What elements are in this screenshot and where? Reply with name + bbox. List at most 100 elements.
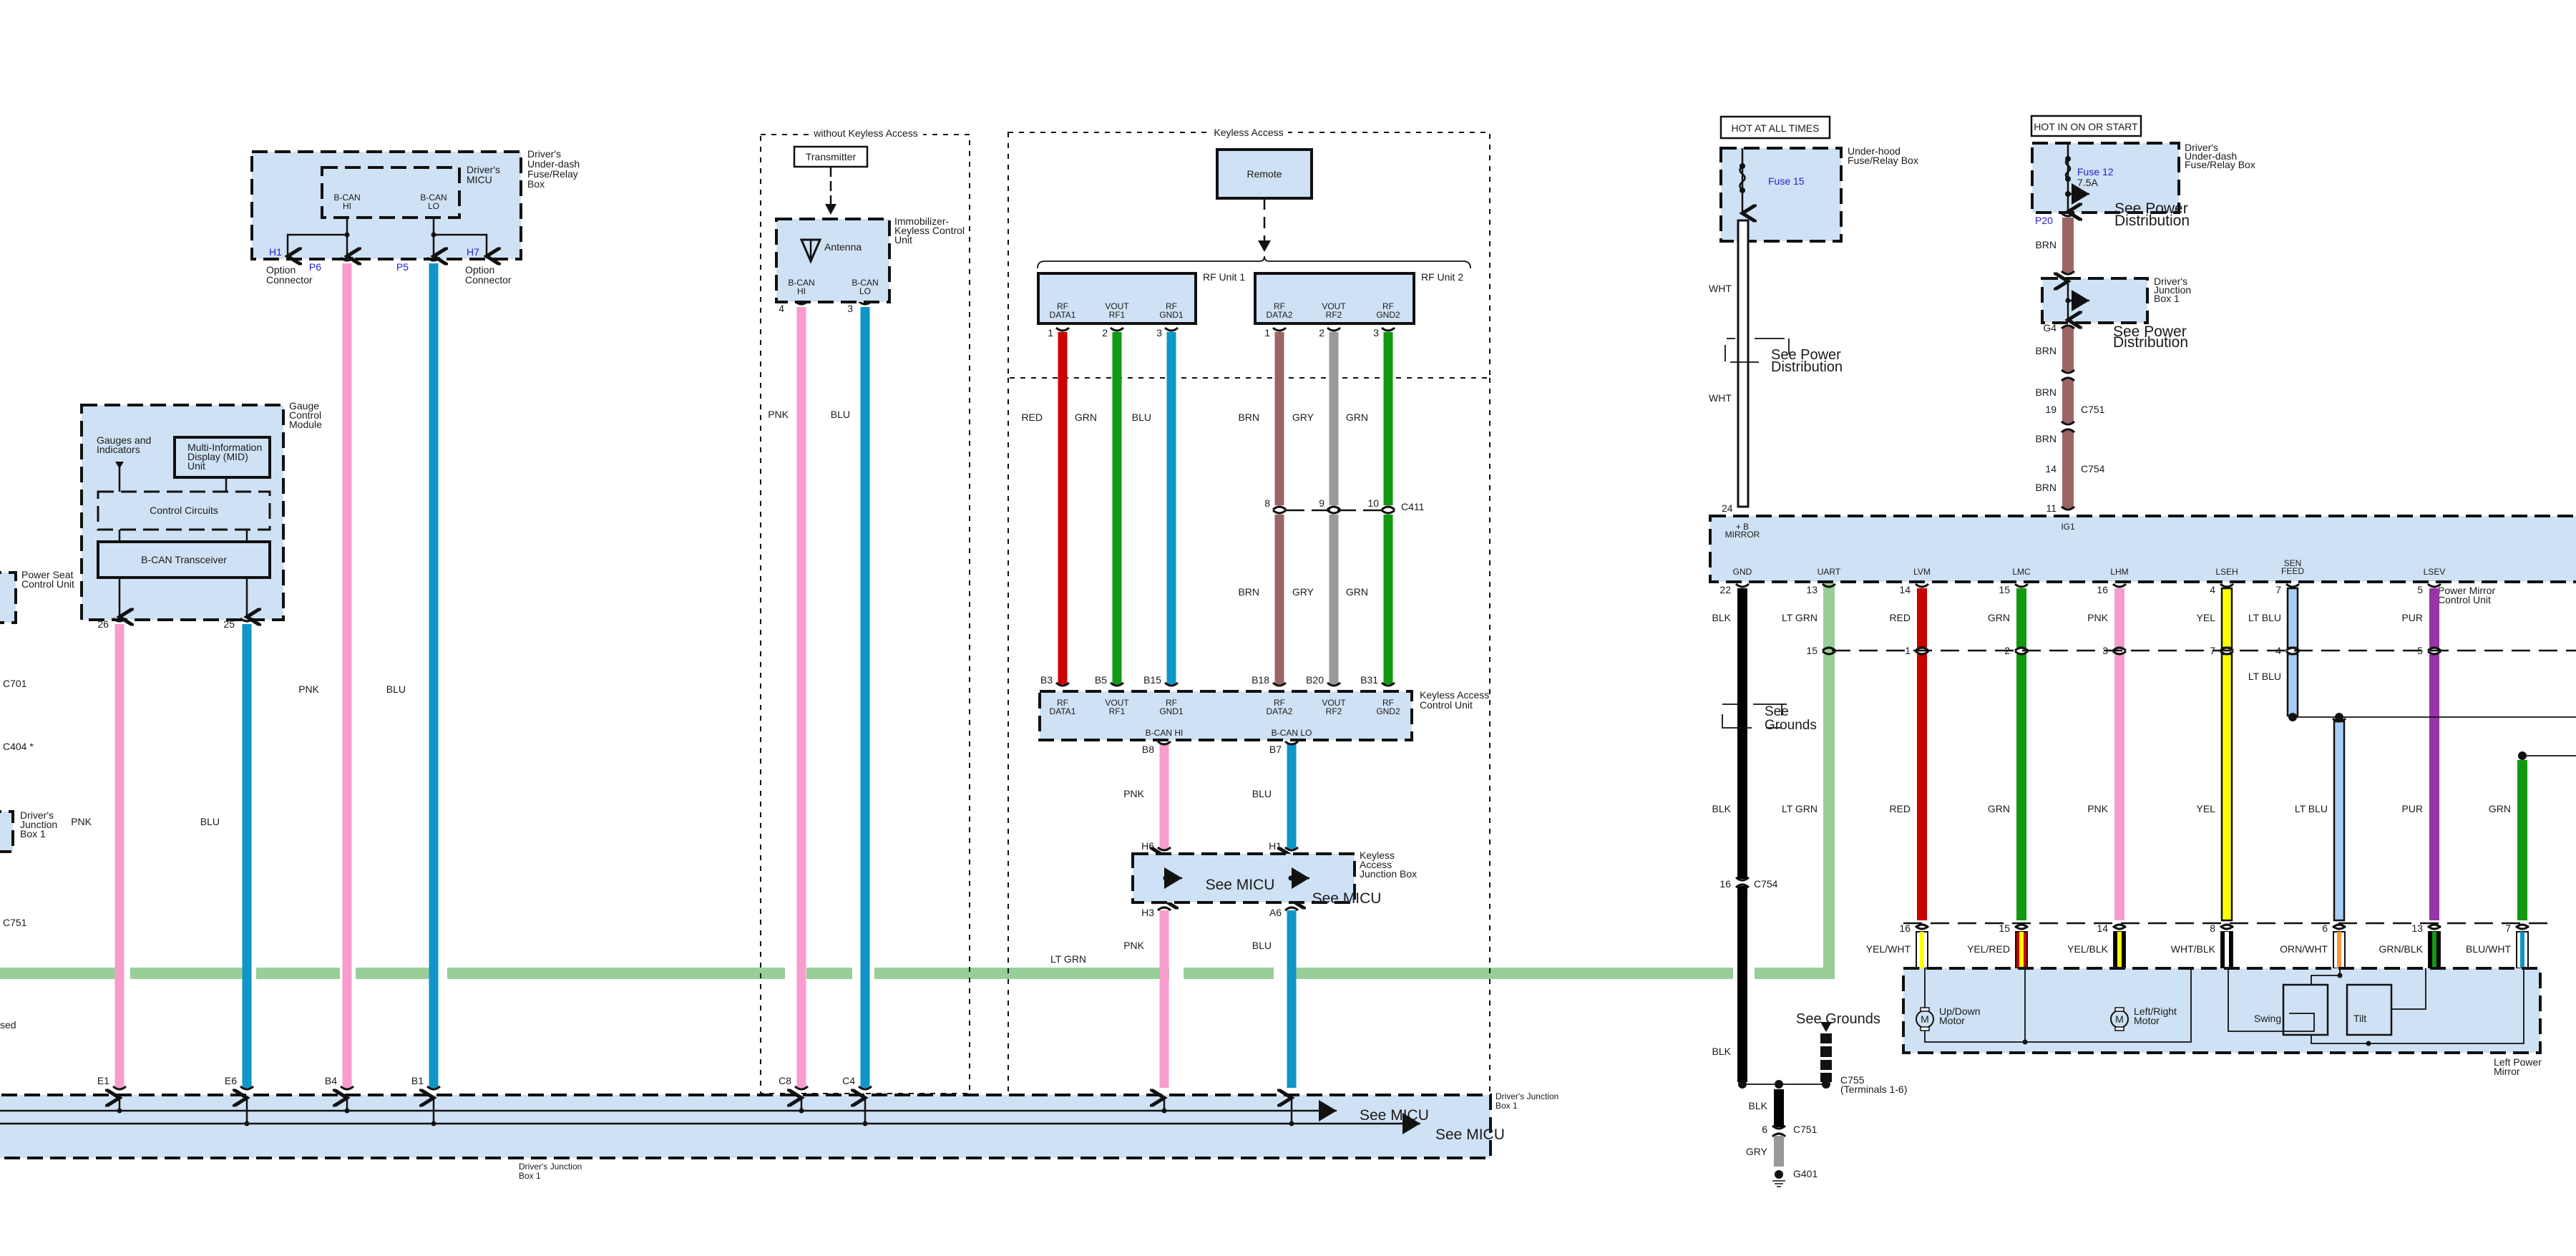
rf-wire-blu[interactable] <box>1166 332 1176 684</box>
ig-wire-brn-2[interactable] <box>2062 327 2074 371</box>
see-micu-link-3[interactable]: See MICU <box>1360 1107 1429 1124</box>
power-mirror-control-unit[interactable] <box>1709 515 2576 583</box>
rf-wire-gry-lower[interactable] <box>1329 515 1339 684</box>
transmitter[interactable] <box>793 145 869 168</box>
keyless-bcan-blu-upper[interactable] <box>1287 744 1297 849</box>
pin-4: 4 <box>2210 584 2215 595</box>
ig-wire-label: BRN <box>2035 433 2057 444</box>
mirror-wire-lmc[interactable] <box>2016 588 2026 648</box>
wire-gauge-hi[interactable] <box>114 624 125 1088</box>
mirror-wire-sen-feed-3[interactable] <box>2333 720 2346 922</box>
uart-bus-segment[interactable] <box>130 968 243 979</box>
ig-wire-brn-4[interactable] <box>2062 431 2074 508</box>
ig-wire-brn-1[interactable] <box>2062 218 2074 273</box>
ig-wire-brn-3[interactable] <box>2062 379 2074 423</box>
rf-wire-label: BRN <box>1238 412 1259 423</box>
rf-wire-grn[interactable] <box>1383 332 1393 505</box>
c755-connector[interactable] <box>1820 1033 1832 1082</box>
mirror-wire-lhm[interactable] <box>2114 588 2124 648</box>
pin-bottom-14: 14 <box>2097 922 2108 934</box>
uart-wire-vertical[interactable] <box>1823 583 1835 979</box>
micu-box[interactable] <box>321 166 461 219</box>
see-grounds-link-2[interactable]: See Grounds <box>1796 1011 1880 1027</box>
see-micu-link-1[interactable]: See MICU <box>1206 877 1275 893</box>
uart-bus-segment[interactable] <box>256 968 340 979</box>
bcan-transceiver[interactable] <box>97 540 271 579</box>
rf-wire-brn[interactable] <box>1274 332 1284 505</box>
rf-wire-grn[interactable] <box>1112 332 1122 684</box>
underdash-fuse-relay-box[interactable] <box>250 150 522 259</box>
rf-unit-2-label: RF Unit 2 <box>1421 271 1463 283</box>
mirror-wire-lhm-2[interactable] <box>2114 654 2124 920</box>
wire-wht[interactable] <box>1737 219 1750 508</box>
mirror-wire-sen-feed-2[interactable] <box>2286 653 2299 717</box>
keyless-bcan-label: PNK <box>1123 788 1144 799</box>
uart-bus-segment[interactable] <box>1291 968 1733 979</box>
mirror-wire-lseh[interactable] <box>2220 587 2233 649</box>
gauge-control-module[interactable] <box>80 404 285 620</box>
wire-immo-lo[interactable] <box>860 307 870 1088</box>
keyless-access-junction-box[interactable] <box>1131 852 1356 904</box>
keyless-bcan-blu-lower[interactable] <box>1287 910 1297 1088</box>
power-seat-control-unit[interactable] <box>0 571 17 624</box>
keyless-bcan-pnk-upper[interactable] <box>1159 744 1169 849</box>
mirror-wire-lmc-2[interactable] <box>2016 654 2026 920</box>
mirror-wire-label: RED <box>1889 803 1911 814</box>
mirror-wire-gnd-lower[interactable] <box>1737 886 1747 1082</box>
drivers-junction-box-1[interactable] <box>0 1094 1492 1159</box>
uart-bus-lt-grn[interactable] <box>0 583 1835 979</box>
keyless-bcan-pnk-lower[interactable] <box>1159 910 1169 1088</box>
connector-cap-icon <box>1055 326 1070 332</box>
rf-unit-2[interactable] <box>1254 272 1415 325</box>
mirror-wire-lvm[interactable] <box>1917 588 1927 648</box>
mirror-wire-gnd[interactable] <box>1737 588 1747 879</box>
uart-bus-segment[interactable] <box>1184 968 1274 979</box>
rf-wire-gry[interactable] <box>1329 332 1339 505</box>
left-power-mirror[interactable] <box>1902 967 2542 1054</box>
mirror-wire-lseh-2[interactable] <box>2220 653 2233 922</box>
junction-dot <box>244 1121 250 1126</box>
rf-wire-grn-lower[interactable] <box>1383 515 1393 684</box>
remote[interactable] <box>1216 148 1313 200</box>
uart-bus-segment[interactable] <box>1755 968 1823 979</box>
uart-bus-segment[interactable] <box>356 968 432 979</box>
rf-wire-red[interactable] <box>1058 332 1068 684</box>
underdash-fuse-relay-box-2[interactable] <box>2031 142 2180 213</box>
drivers-junction-box-small[interactable] <box>0 810 14 853</box>
ground-wire-gry[interactable] <box>1774 1136 1784 1167</box>
control-circuits[interactable] <box>97 490 271 531</box>
pin-26: 26 <box>97 618 109 630</box>
mirror-cu-pin-label: LSEH <box>2215 567 2238 577</box>
wire-micu-lo[interactable] <box>429 263 439 1088</box>
keyless-access-control-unit[interactable] <box>1038 690 1413 741</box>
drivers-junction-box-power[interactable] <box>2041 278 2149 323</box>
wire-immo-hi[interactable] <box>796 307 806 1088</box>
uart-bus-segment[interactable] <box>447 968 785 979</box>
mirror-wire-lsev-2[interactable] <box>2429 654 2439 920</box>
rf-wire-brn-lower[interactable] <box>1274 515 1284 684</box>
immobilizer-keyless-control-unit[interactable] <box>775 218 891 303</box>
rf-unit-1[interactable] <box>1037 272 1197 325</box>
uart-bus-segment[interactable] <box>806 968 852 979</box>
uart-bus-segment[interactable] <box>874 968 1169 979</box>
connector-cap-icon <box>1772 1132 1786 1138</box>
mirror-wire-yel-red-tracer <box>2019 932 2024 968</box>
connector-cap-icon <box>1381 505 1395 511</box>
wire-micu-hi[interactable] <box>342 263 352 1088</box>
see-micu-link-4[interactable]: See MICU <box>1435 1126 1505 1143</box>
see-micu-link-2[interactable]: See MICU <box>1312 890 1382 907</box>
mirror-wire-lvm-2[interactable] <box>1917 654 1927 920</box>
uart-bus-segment[interactable] <box>0 968 118 979</box>
mid-unit[interactable] <box>173 436 271 479</box>
mirror-wire-lsev[interactable] <box>2429 588 2439 648</box>
mirror-wire-sen-feed[interactable] <box>2286 587 2299 649</box>
mirror-wire-grn-extra[interactable] <box>2517 760 2527 920</box>
ground-wire-blk[interactable] <box>1774 1089 1784 1127</box>
wire-gauge-lo[interactable] <box>242 624 252 1088</box>
